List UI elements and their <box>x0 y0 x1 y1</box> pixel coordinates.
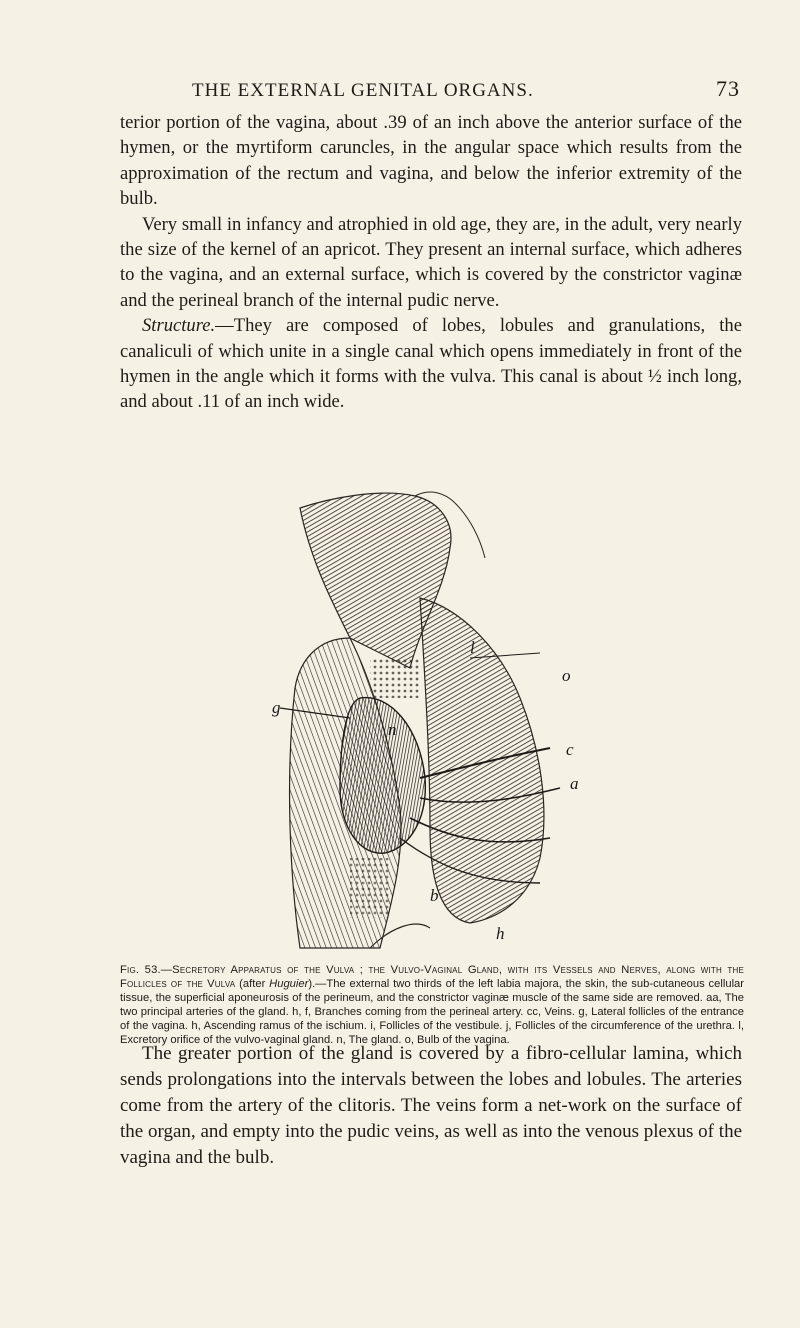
gland-body <box>339 696 427 854</box>
label-o: o <box>562 666 571 685</box>
caption-author: Huguier <box>269 978 309 991</box>
label-b: b <box>430 886 439 905</box>
bulb-region <box>419 597 545 924</box>
figure-caption: Fig. 53.—Secretory Apparatus of the Vulv… <box>120 963 744 1048</box>
vulva-gland-engraving <box>279 491 561 949</box>
label-h: h <box>496 924 505 943</box>
label-a: a <box>570 774 579 793</box>
paragraph: terior portion of the vagina, about .39 … <box>120 112 742 210</box>
follicle-area <box>370 658 420 698</box>
body-text-top: terior portion of the vagina, about .39 … <box>120 110 742 415</box>
caption-body: ).—The external two thirds of the left l… <box>120 978 744 1047</box>
running-title: THE EXTERNAL GENITAL ORGANS. <box>192 80 534 101</box>
label-n: n <box>388 720 397 739</box>
caption-open: (after <box>235 978 270 991</box>
caption-heading: Fig. 53.—Secretory Apparatus of the Vulv… <box>120 964 744 991</box>
paragraph: Very small in infancy and atrophied in o… <box>120 213 742 311</box>
label-l: l <box>470 638 475 657</box>
upper-fibres <box>299 492 452 669</box>
body-text-bottom: The greater portion of the gland is cove… <box>120 1041 742 1171</box>
label-g: g <box>272 698 281 717</box>
structure-text: —They are composed of lobes, lobules and… <box>120 315 742 413</box>
structure-lead-in: Structure. <box>142 315 216 337</box>
structure-paragraph: Structure.—They are composed of lobes, l… <box>120 313 742 415</box>
label-c: c <box>566 740 574 759</box>
page-number: 73 <box>716 76 740 101</box>
anatomical-figure: g l o c a b n h <box>240 478 620 962</box>
paragraph: The greater portion of the gland is cove… <box>120 1043 742 1168</box>
